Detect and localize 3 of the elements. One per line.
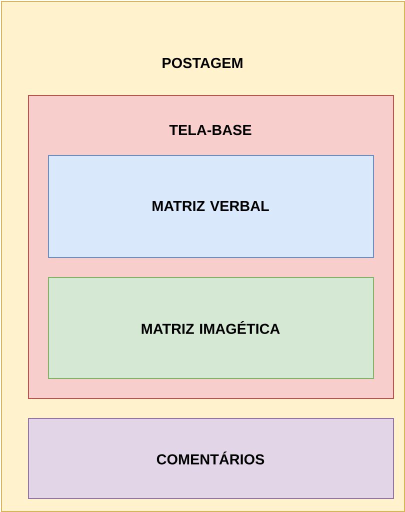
text-box: COMENTÁRIOS: [28, 418, 394, 499]
text-box: MATRIZ IMAGÉTICA: [48, 277, 374, 379]
text-box: MATRIZ VERBAL: [48, 155, 374, 258]
